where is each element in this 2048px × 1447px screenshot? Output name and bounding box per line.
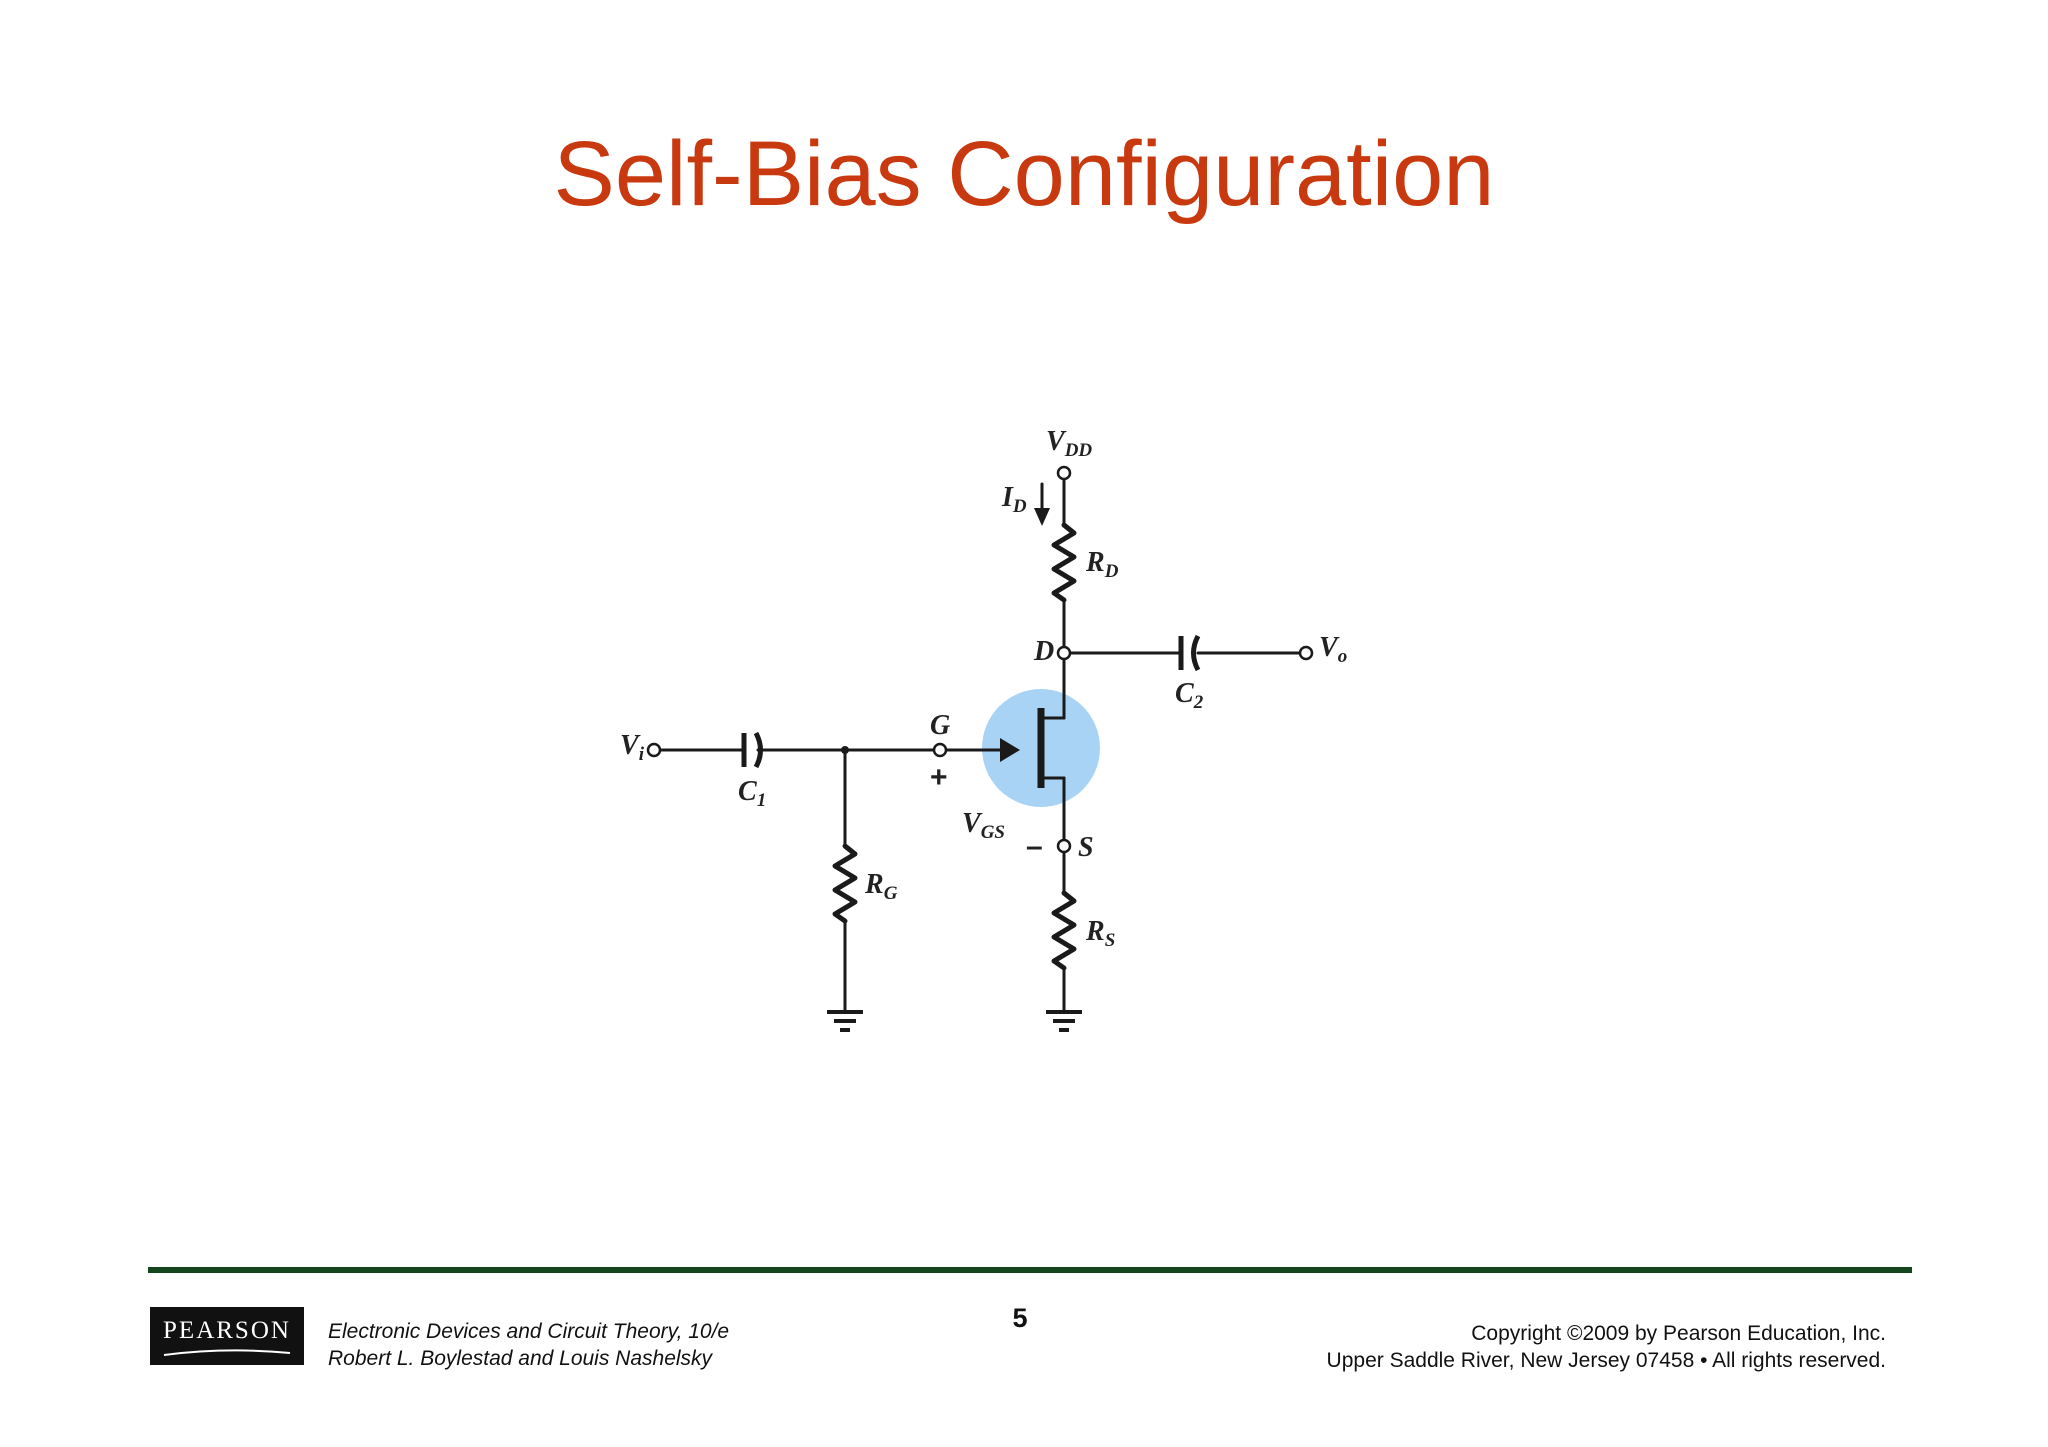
rg-label: RG xyxy=(864,869,898,904)
book-title: Electronic Devices and Circuit Theory, 1… xyxy=(328,1320,730,1343)
rd-resistor xyxy=(1051,522,1077,603)
copyright-line-1: Copyright ©2009 by Pearson Education, In… xyxy=(1471,1322,1886,1345)
minus-sign: – xyxy=(1026,830,1043,863)
rd-label: RD xyxy=(1085,547,1119,582)
logo-swoosh-icon xyxy=(163,1349,291,1356)
gate-arrow-icon xyxy=(1000,738,1020,762)
copyright-line-2: Upper Saddle River, New Jersey 07458 • A… xyxy=(1326,1349,1886,1372)
rs-resistor xyxy=(1051,890,1077,971)
c2-label: C2 xyxy=(1175,678,1204,713)
pearson-logo: PEARSON xyxy=(150,1307,304,1365)
drain-terminal xyxy=(1056,645,1072,661)
vi-terminal xyxy=(646,742,662,758)
id-label: ID xyxy=(1001,482,1027,517)
book-credit: Electronic Devices and Circuit Theory, 1… xyxy=(328,1318,729,1372)
c2-plate-right xyxy=(1191,634,1201,672)
vdd-label: VDD xyxy=(1046,426,1092,461)
c1-label: C1 xyxy=(738,776,766,811)
plus-sign: + xyxy=(930,761,948,794)
pearson-logo-text: PEARSON xyxy=(163,1317,291,1344)
vi-label: Vi xyxy=(620,730,645,765)
page-number: 5 xyxy=(1012,1303,1028,1333)
rs-label: RS xyxy=(1085,916,1115,951)
junction-dot xyxy=(841,746,849,754)
gate-label: G xyxy=(930,710,950,741)
vgs-label: VGS xyxy=(962,808,1005,843)
vo-terminal xyxy=(1298,645,1314,661)
book-authors: Robert L. Boylestad and Louis Nashelsky xyxy=(328,1347,713,1370)
rg-resistor xyxy=(832,843,858,924)
vdd-terminal xyxy=(1056,465,1072,481)
drain-label: D xyxy=(1033,636,1054,667)
slide-title: Self-Bias Configuration xyxy=(553,123,1495,225)
vo-label: Vo xyxy=(1319,632,1347,667)
source-terminal xyxy=(1056,838,1072,854)
footer-rule xyxy=(148,1267,1912,1273)
c1-plate-right xyxy=(753,731,763,769)
copyright-notice: Copyright ©2009 by Pearson Education, In… xyxy=(1327,1320,1886,1374)
gate-terminal xyxy=(932,742,948,758)
source-label: S xyxy=(1078,832,1094,863)
id-arrow-icon xyxy=(1034,508,1050,526)
